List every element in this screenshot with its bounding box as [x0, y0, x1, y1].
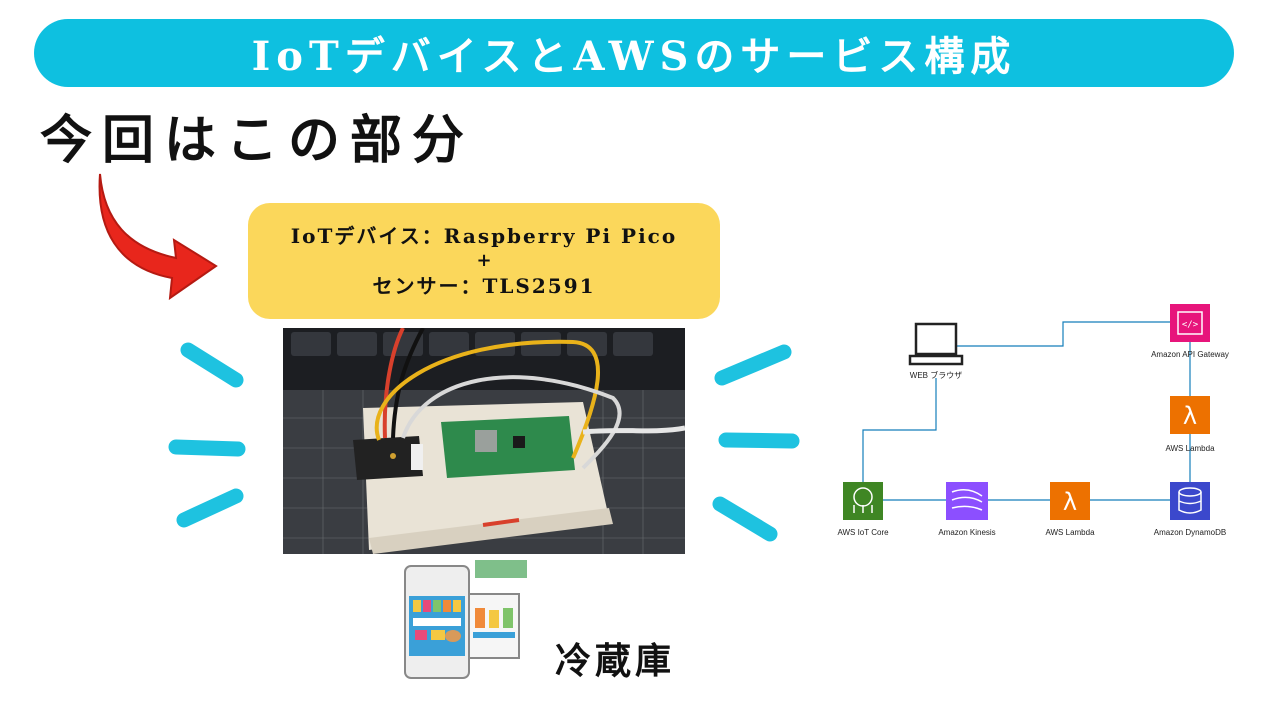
svg-text:λ: λ: [1063, 488, 1077, 516]
burst-line: [180, 342, 244, 388]
iot-core-label: AWS IoT Core: [837, 528, 889, 537]
focus-label: 今回はこの部分: [40, 110, 475, 171]
kinesis-label: Amazon Kinesis: [938, 528, 996, 537]
refrigerator-icon: [404, 560, 527, 679]
kinesis-icon: [946, 482, 988, 520]
lambda-icon: λ: [1050, 482, 1090, 520]
lambda-icon: λ: [1170, 396, 1210, 434]
browser-label: WEB ブラウザ: [909, 371, 963, 380]
plus-sign: +: [476, 250, 492, 271]
iot-core-icon: [843, 482, 883, 520]
burst-line: [168, 439, 246, 457]
lambda-bottom-label: AWS Lambda: [1045, 528, 1095, 537]
device-info-box: IoTデバイス：Raspberry Pi Pico + センサー：TLS2591: [248, 203, 720, 319]
connector-browser-apigw: [956, 321, 1170, 347]
svg-text:λ: λ: [1183, 402, 1197, 430]
aws-architecture-diagram: </> λ λ: [843, 304, 1210, 520]
dynamodb-icon: [1170, 482, 1210, 520]
red-arrow-icon: [98, 173, 218, 300]
sensor-line: センサー：TLS2591: [372, 274, 596, 298]
burst-line: [718, 432, 800, 449]
burst-line: [176, 488, 244, 528]
api-gateway-icon: </>: [1170, 304, 1210, 342]
title-banner: IoTデバイスとAWSのサービス構成: [34, 19, 1234, 87]
dynamodb-label: Amazon DynamoDB: [1153, 528, 1227, 537]
burst-line: [712, 496, 778, 542]
lambda-top-label: AWS Lambda: [1165, 444, 1215, 453]
api-gateway-label: Amazon API Gateway: [1151, 350, 1229, 359]
banner-title: IoTデバイスとAWSのサービス構成: [251, 33, 1017, 80]
computer-icon: [908, 322, 964, 366]
fridge-label: 冷蔵庫: [555, 640, 676, 682]
svg-text:</>: </>: [1182, 320, 1199, 330]
burst-line: [714, 344, 792, 386]
hardware-photo: [283, 328, 685, 554]
device-line: IoTデバイス：Raspberry Pi Pico: [290, 224, 678, 248]
connector-browser-iot: [862, 378, 937, 482]
